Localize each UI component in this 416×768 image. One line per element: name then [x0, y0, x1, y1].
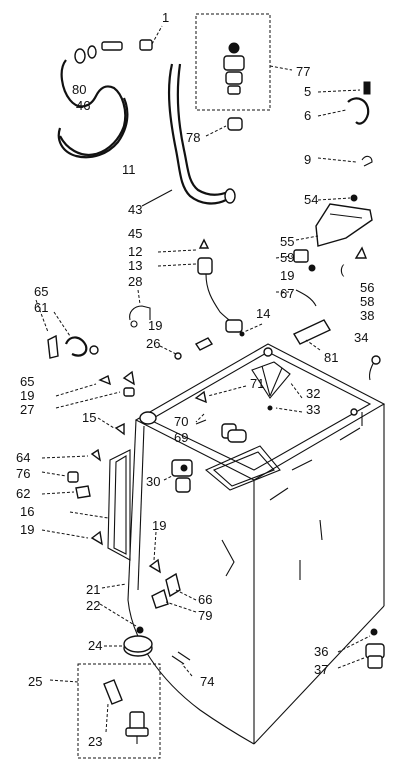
- part-16-panel: [69, 449, 131, 561]
- callout-77: 77: [296, 64, 310, 79]
- leveling-leg-kit-box: [49, 663, 161, 759]
- part-15-fastener: [97, 417, 125, 436]
- callout-64: 64: [16, 450, 30, 465]
- callout-69: 69: [174, 430, 188, 445]
- part-14-81-34: [239, 319, 381, 381]
- callout-15: 15: [82, 410, 96, 425]
- part-71-fastener: [194, 385, 247, 404]
- callout-16: 16: [20, 504, 34, 519]
- part-54-55-bracket: [295, 194, 373, 247]
- part-19-66-79: [148, 531, 197, 613]
- part-28-bracket: [129, 289, 214, 360]
- callout-11: 11: [122, 162, 136, 177]
- callout-23: 23: [88, 734, 102, 749]
- callout-55: 55: [280, 234, 294, 249]
- callout-9: 9: [304, 152, 311, 167]
- part-78-valve: [205, 117, 243, 137]
- callout-27: 27: [20, 402, 34, 417]
- callout-76: 76: [16, 466, 30, 481]
- callout-81: 81: [324, 350, 338, 365]
- part-64-76-62: [41, 448, 102, 499]
- callout-37: 37: [314, 662, 328, 677]
- callout-71: 71: [250, 376, 264, 391]
- callout-22: 22: [86, 598, 100, 613]
- callout-30: 30: [146, 474, 160, 489]
- part-19-screw-left: [41, 529, 103, 546]
- callout-80: 80: [72, 82, 86, 97]
- part-5-6-hose-clip: [317, 81, 371, 125]
- callout-36: 36: [314, 644, 328, 659]
- callout-58: 58: [360, 294, 374, 309]
- callout-26: 26: [146, 336, 160, 351]
- callout-66: 66: [198, 592, 212, 607]
- callout-5: 5: [304, 84, 311, 99]
- callout-56: 56: [360, 280, 374, 295]
- part-30-motor: [163, 445, 281, 493]
- part-65-61-clamps: [35, 299, 99, 359]
- callout-14: 14: [256, 306, 270, 321]
- callout-19c: 19: [20, 388, 34, 403]
- callout-21: 21: [86, 582, 100, 597]
- callout-62: 62: [16, 486, 30, 501]
- callout-59: 59: [280, 250, 294, 265]
- svg-text:(: (: [340, 262, 345, 277]
- callout-28: 28: [128, 274, 142, 289]
- washer-cabinet: [127, 343, 386, 745]
- pump-linkage: [157, 238, 243, 333]
- fill-hose: [141, 63, 236, 207]
- callout-32: 32: [306, 386, 320, 401]
- callout-74: 74: [200, 674, 214, 689]
- callout-19e: 19: [152, 518, 166, 533]
- part-9-clip: [317, 155, 373, 167]
- callout-25: 25: [28, 674, 42, 689]
- valve-kit-box: [195, 13, 293, 111]
- part-59-19-67: (: [275, 246, 368, 307]
- callout-33: 33: [306, 402, 320, 417]
- callout-24: 24: [88, 638, 102, 653]
- callout-34: 34: [354, 330, 368, 345]
- part-32-33-hanger: [251, 361, 303, 413]
- callout-46: 46: [76, 98, 90, 113]
- callout-79: 79: [198, 608, 212, 623]
- part-36-37-foot: [337, 628, 385, 669]
- callout-54: 54: [304, 192, 318, 207]
- callout-61: 61: [34, 300, 48, 315]
- callout-67: 67: [280, 286, 294, 301]
- part-21-24-74-base: [99, 583, 193, 677]
- callout-43: 43: [128, 202, 142, 217]
- callout-19a: 19: [280, 268, 294, 283]
- callout-65b: 65: [20, 374, 34, 389]
- callout-13: 13: [128, 258, 142, 273]
- callout-6: 6: [304, 108, 311, 123]
- callout-12: 12: [128, 244, 142, 259]
- part-70-69-pump: [195, 413, 247, 443]
- drain-hose-assembly: [57, 25, 163, 159]
- callout-78: 78: [186, 130, 200, 145]
- callout-19b: 19: [148, 318, 162, 333]
- callout-65a: 65: [34, 284, 48, 299]
- callout-1: 1: [162, 10, 169, 25]
- callout-70: 70: [174, 414, 188, 429]
- part-19-27-fasteners: [55, 370, 135, 409]
- callout-19d: 19: [20, 522, 34, 537]
- callout-38: 38: [360, 308, 374, 323]
- callout-45: 45: [128, 226, 142, 241]
